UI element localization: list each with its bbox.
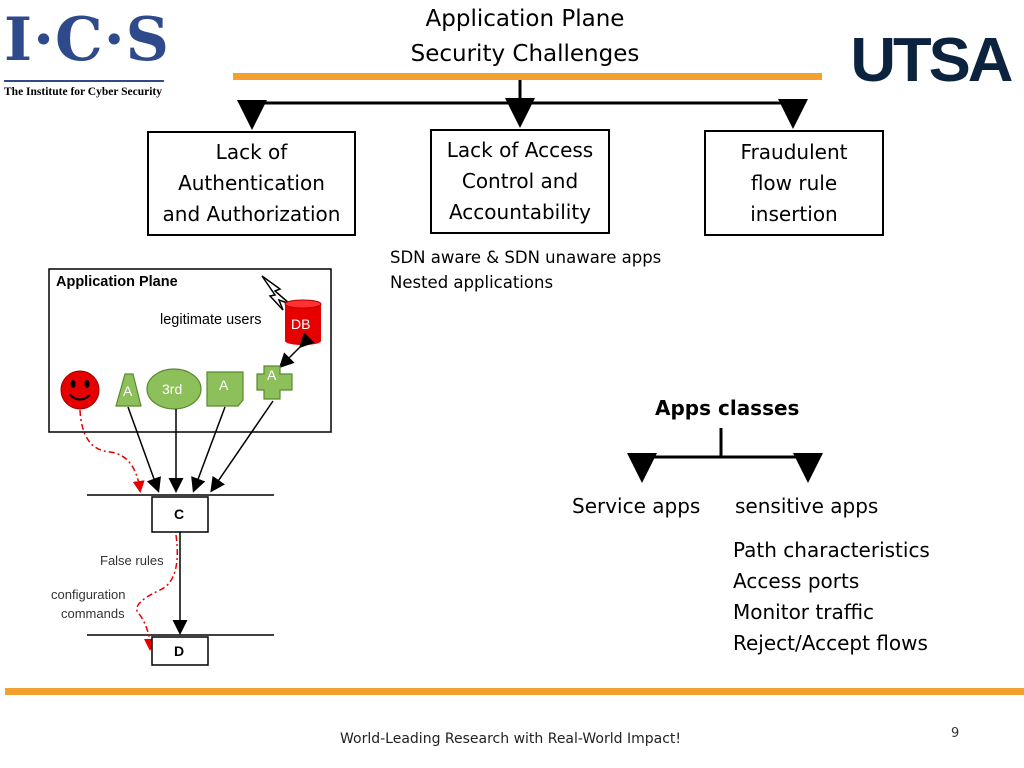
db-app-link — [278, 332, 315, 369]
apps-tree-connector — [627, 428, 823, 483]
apps-classes-heading: Apps classes — [655, 396, 800, 420]
sensitive-app-item: Reject/Accept flows — [733, 631, 928, 655]
challenge-line: Lack of — [215, 140, 288, 164]
application-plane-panel — [48, 268, 332, 433]
app-label-a-2: A — [219, 377, 229, 393]
footer-rule — [5, 688, 1024, 695]
sensitive-app-item: Path characteristics — [733, 538, 930, 562]
app-trapezoid-icon — [115, 373, 142, 407]
ics-logo: I·C·S — [4, 5, 170, 75]
ics-logo-rule — [4, 80, 164, 82]
challenge-line: Fraudulent — [740, 139, 848, 164]
app-document-icon — [206, 371, 244, 407]
challenge-box-access-control: Lack of Access Control and Accountabilit… — [430, 129, 610, 234]
note-nested-apps: Nested applications — [390, 273, 554, 292]
config-commands-label-2: commands — [61, 606, 125, 621]
db-label: DB — [291, 316, 311, 332]
page-number: 9 — [951, 726, 960, 741]
challenge-box-fraudulent-rules: Fraudulent flow rule insertion — [704, 130, 884, 236]
controller-label: C — [174, 506, 185, 522]
title-underline — [233, 73, 822, 80]
challenge-line: Accountability — [448, 200, 592, 224]
third-party-label: 3rd — [162, 381, 183, 397]
challenge-line: Authentication — [178, 171, 325, 195]
sensitive-apps-label: sensitive apps — [735, 494, 879, 518]
note-sdn-apps: SDN aware & SDN unaware apps — [390, 248, 662, 267]
app-label-a-3: A — [267, 367, 277, 383]
sensitive-app-item: Access ports — [733, 569, 860, 593]
third-party-app-icon — [146, 368, 202, 410]
challenge-line: Lack of Access — [446, 138, 594, 162]
app-label-a-1: A — [123, 383, 133, 399]
app-to-controller-arrows — [127, 400, 274, 493]
utsa-logo: UTSA — [850, 26, 1013, 95]
app-plus-icon — [256, 365, 293, 400]
lightning-icon — [261, 275, 291, 311]
sensitive-app-item: Monitor traffic — [733, 600, 875, 624]
panel-title: Application Plane — [56, 274, 178, 290]
challenge-tree-connector — [237, 80, 808, 130]
challenge-box-authentication: Lack of Authentication and Authorization — [147, 131, 356, 236]
attacker-smiley-icon — [60, 370, 100, 410]
challenge-line: and Authorization — [162, 202, 341, 226]
controller-box — [151, 496, 209, 533]
false-rules-label: False rules — [100, 553, 164, 568]
challenge-line: insertion — [750, 201, 838, 226]
slide-title-line-1: Application Plane — [425, 6, 625, 32]
slide-title-line-2: Security Challenges — [410, 41, 640, 67]
service-apps-label: Service apps — [572, 494, 701, 518]
legitimate-users-label: legitimate users — [160, 312, 262, 328]
device-label: D — [174, 643, 185, 659]
footer-tagline: World-Leading Research with Real-World I… — [340, 731, 681, 747]
device-box — [151, 636, 209, 666]
challenge-line: Control and — [461, 169, 579, 193]
config-commands-label-1: configuration — [51, 587, 126, 602]
ics-logo-tagline: The Institute for Cyber Security — [4, 86, 163, 98]
challenge-line: flow rule — [750, 170, 838, 195]
attacker-path — [79, 409, 145, 493]
false-rules-path — [136, 534, 179, 651]
